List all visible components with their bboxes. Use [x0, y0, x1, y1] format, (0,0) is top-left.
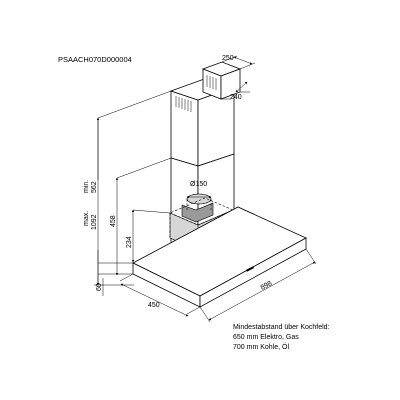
dim-chimney-depth: 240 [221, 81, 250, 101]
svg-text:458: 458 [110, 215, 117, 227]
svg-text:450: 450 [148, 302, 160, 309]
svg-text:1092: 1092 [91, 214, 98, 230]
svg-text:650 mm Elektro, Gas: 650 mm Elektro, Gas [233, 334, 299, 341]
clearance-note: Mindestabstand über Kochfeld: 650 mm Ele… [233, 324, 330, 351]
svg-text:60: 60 [96, 283, 103, 291]
svg-text:max.: max. [83, 211, 90, 226]
svg-text:234: 234 [126, 236, 133, 248]
dim-total-height: min. 562 max. 1092 [83, 117, 100, 286]
dim-898: 898 [199, 248, 317, 323]
dim-60: 60 [96, 262, 133, 296]
svg-text:Ø150: Ø150 [190, 181, 207, 188]
dim-duct-diameter: Ø150 [186, 181, 212, 199]
model-code: PSAACH070D000004 [58, 55, 132, 64]
svg-text:min.: min. [83, 180, 90, 193]
dim-450: 450 [119, 273, 201, 317]
svg-text:Mindestabstand über Kochfeld:: Mindestabstand über Kochfeld: [233, 324, 330, 331]
svg-text:240: 240 [230, 94, 242, 101]
canopy [132, 206, 307, 308]
svg-text:562: 562 [91, 181, 98, 193]
dim-458: 458 [110, 157, 172, 276]
svg-text:898: 898 [260, 280, 274, 292]
dim-234: 234 [126, 209, 171, 263]
dim-chimney-width: 250 [221, 55, 256, 70]
svg-text:700 mm Kohle, Öl: 700 mm Kohle, Öl [233, 343, 289, 351]
svg-text:250: 250 [222, 55, 234, 62]
top-bracket [201, 61, 242, 100]
